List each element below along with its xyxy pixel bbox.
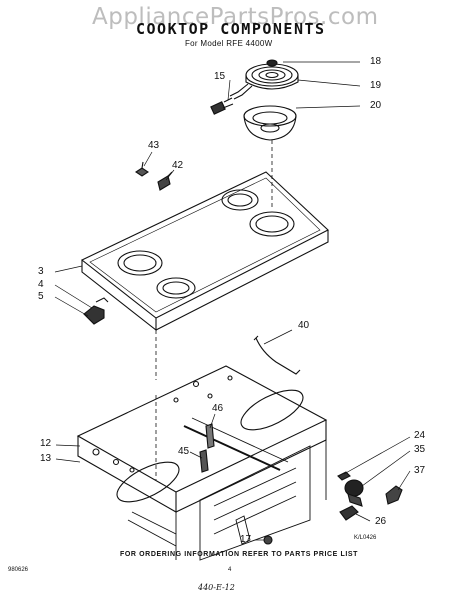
callout-46: 46: [212, 403, 224, 414]
surface-element: [229, 59, 299, 100]
drawing-code: K/L0426: [354, 535, 377, 541]
model-subtitle: For Model RFE 4400W: [185, 39, 273, 48]
diagram-title: COOKTOP COMPONENTS: [136, 20, 326, 38]
callout-43: 43: [148, 140, 160, 151]
callout-24: 24: [414, 430, 426, 441]
watermark-text: AppliancePartsPros.com: [92, 4, 379, 30]
clip-43: [135, 161, 149, 177]
callout-18: 18: [370, 56, 382, 67]
callout-20: 20: [370, 100, 382, 111]
hinge-bracket: [83, 297, 109, 325]
control-knob-parts: [263, 471, 403, 545]
cooktop-panel: [80, 171, 329, 332]
callout-4: 4: [38, 279, 44, 290]
callout-35: 35: [414, 444, 426, 455]
callout-37: 37: [414, 465, 426, 476]
drip-bowl: [243, 105, 297, 141]
callout-12: 12: [40, 438, 52, 449]
callout-13: 13: [40, 453, 52, 464]
clip-42: [157, 171, 173, 191]
page-number: 4: [228, 567, 232, 573]
ordering-footer: FOR ORDERING INFORMATION REFER TO PARTS …: [120, 551, 359, 558]
document-number: 980626: [8, 567, 29, 573]
callout-40: 40: [298, 320, 310, 331]
callout-45: 45: [178, 446, 190, 457]
callout-5: 5: [38, 291, 44, 302]
receptacle: [210, 97, 234, 115]
callout-17: 17: [240, 534, 252, 545]
main-top: [76, 365, 328, 513]
support-rod: [253, 335, 301, 375]
callout-3: 3: [38, 266, 44, 277]
handwritten-note: 440-E-12: [198, 583, 235, 592]
callout-15: 15: [214, 71, 226, 82]
callout-19: 19: [370, 80, 382, 91]
callout-26: 26: [375, 516, 387, 527]
callout-42: 42: [172, 160, 184, 171]
lower-body: [127, 440, 327, 561]
